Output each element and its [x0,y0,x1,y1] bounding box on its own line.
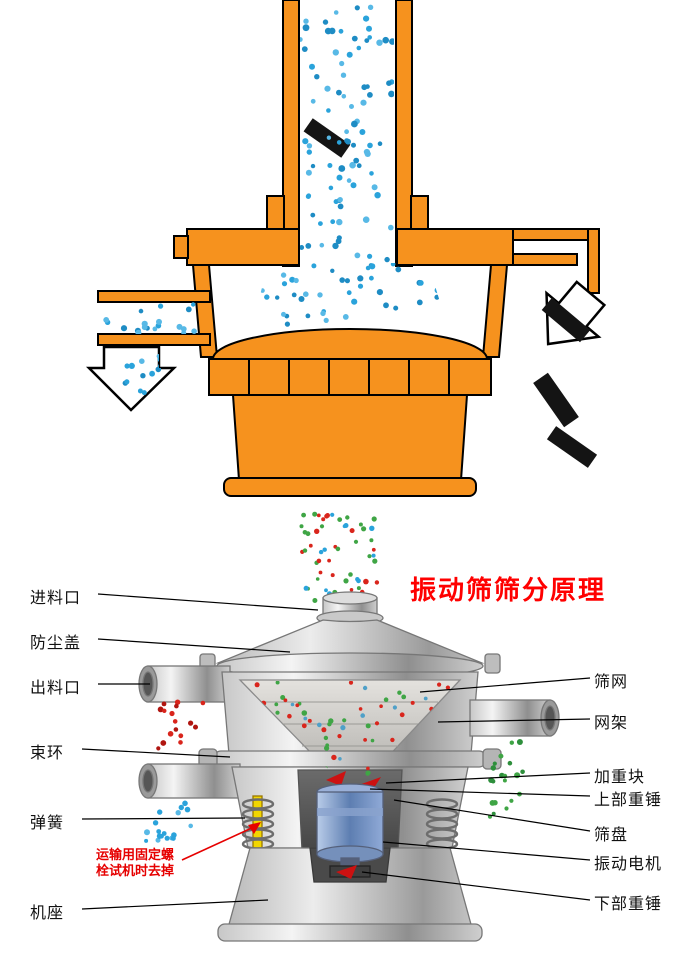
note-arrow [181,822,261,861]
left-outlet-duct [97,290,211,346]
label-dust-cover: 防尘盖 [30,635,82,652]
label-base: 机座 [30,905,65,922]
label-spring: 弹簧 [30,815,65,832]
left-outlet-arrow [85,345,178,412]
base-ring [223,477,477,497]
sieve-dome [211,328,489,360]
leader-lines [81,593,591,910]
base-flange [217,923,483,942]
top-flange [173,228,514,266]
transport-bolt-note-line1: 运输用固定螺 [96,847,175,862]
clamp-band [198,748,502,770]
label-weight-block: 加重块 [594,769,646,786]
label-feed-inlet: 进料口 [30,590,82,607]
label-clamp-ring: 束环 [30,745,65,762]
top-schematic [97,0,600,497]
outlet-particles-duct [103,302,197,334]
lower-weight [329,865,371,879]
right-discharge-spout [469,699,560,737]
vibration-motor [316,783,384,868]
feed-particles-bowl [260,263,441,327]
feed-stream-particles [299,511,380,606]
lower-discharge-spout [138,763,241,799]
label-sieve-tray: 筛盘 [594,827,629,844]
label-discharge-outlet: 出料口 [30,680,82,697]
label-vibration-motor: 振动电机 [594,856,663,873]
diagram-title: 振动筛筛分原理 [410,575,607,605]
mesh-frame-interior [238,679,462,796]
label-upper-weight: 上部重锤 [594,792,663,809]
transport-bolt-note: 运输用固定螺 栓试机时去掉 [96,847,174,880]
label-mesh-frame: 网架 [594,715,629,732]
sieve-frame-band [208,358,492,396]
upper-discharge-spout [138,665,231,703]
particles-blue-outlet [144,800,193,843]
transport-bolt-note-line2: 栓试机时去掉 [96,863,175,879]
right-outlet-arrow [545,280,607,346]
label-lower-weight: 下部重锤 [594,896,663,913]
label-screen-mesh: 筛网 [594,674,629,691]
machine-render [138,591,560,942]
lower-drum [231,394,469,481]
feed-particles-tube [300,4,394,263]
particles-red-outlet [156,699,206,751]
spring-left [241,798,275,850]
rim-clamp-right [484,653,501,674]
right-outlet-duct [512,228,600,294]
